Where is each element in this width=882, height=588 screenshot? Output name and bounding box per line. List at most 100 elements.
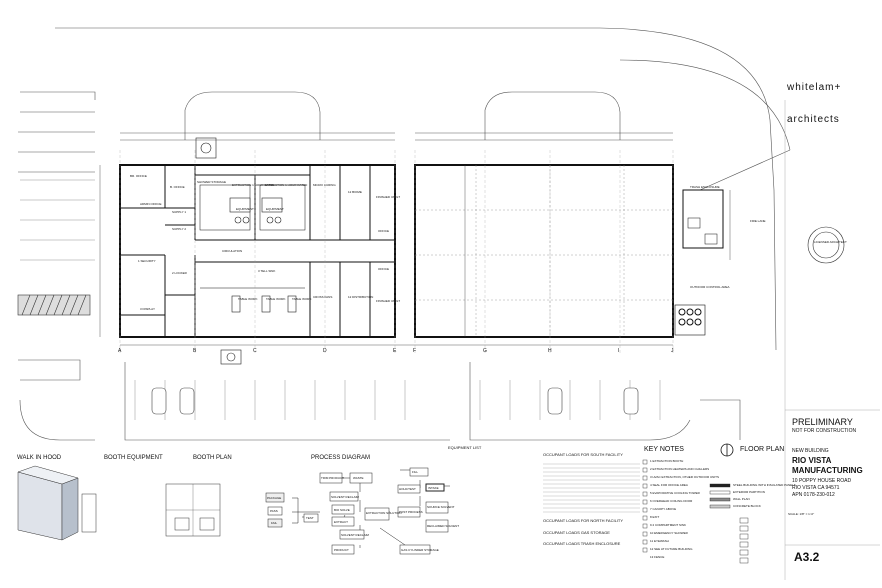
room-label: TABLE WORK: [238, 297, 257, 301]
occupant-load-title: OCCUPANT LOADS FOR NORTH FACILITY: [543, 518, 624, 523]
project-city: RIO VISTA CA 94571: [792, 485, 840, 491]
section-title: BOOTH PLAN: [193, 455, 232, 461]
outdoor-area-label: OUTDOOR CONTROL AREA: [690, 285, 730, 289]
project-name: RIO VISTA: [792, 456, 832, 465]
sheet-number: A3.2: [794, 550, 820, 564]
grid-label: B: [193, 348, 197, 354]
grid-labels: A B C D E F G H I J: [118, 348, 674, 354]
room-label: ADMIN OFFICE: [140, 202, 162, 206]
process-node: PASS: [270, 509, 278, 513]
process-node: FILL: [412, 470, 418, 474]
key-note: 8 EXIT: [650, 515, 660, 519]
grid-label: E: [393, 348, 397, 354]
grid-label: H: [548, 348, 552, 354]
process-node: WASTE: [353, 476, 364, 480]
grid-label: J: [671, 348, 674, 354]
room-label: SUPPLY 2: [172, 227, 186, 231]
process-node: INTAKE: [428, 486, 439, 490]
key-note: 12 SEE AT FUTURE BUILDING: [650, 547, 693, 551]
room-label: EQUIPMENT: [236, 207, 254, 211]
grid-label: I: [618, 348, 619, 354]
process-node: EXTRACTION SOLUTION: [366, 511, 402, 515]
room-label: EQUIPMENT: [266, 207, 284, 211]
room-label: SUPPLY 1: [172, 210, 186, 214]
process-node: GAS CYLINDER STORAGE: [401, 548, 439, 552]
architect-stamp: [807, 226, 845, 264]
process-node: BIO SOLVE: [334, 508, 350, 512]
room-label: BR. OFFICE: [130, 174, 147, 178]
extraction-booths: [229, 197, 297, 313]
key-note: 7 CANOPY ABOVE: [650, 507, 677, 511]
key-note: 2 EXTRACTION HEATERS AND CHILLERS: [650, 467, 710, 471]
brand-name-line2: architects: [787, 114, 840, 125]
room-label: 12 BIOME: [348, 190, 362, 194]
grid-lines: [119, 150, 674, 355]
room-label: TABLE WORK: [266, 297, 285, 301]
legend-swatches: [709, 483, 749, 564]
room-label: OFFICE: [378, 229, 389, 233]
process-node: RECLAIMED SOLVENT: [427, 524, 459, 528]
section-title: PROCESS DIAGRAM: [311, 455, 371, 461]
project-type: NEW BUILDING: [792, 448, 829, 454]
room-label: 3 DISPLAY: [140, 307, 155, 311]
north-facility-walls: [414, 164, 674, 338]
key-note: 3 HVAC EXTRACTION, OTHER OUTDOOR UNITS: [650, 475, 719, 479]
process-node: HOLD/TEST: [399, 487, 416, 491]
section-title: WALK IN HOOD: [17, 455, 62, 461]
grid-label: A: [118, 348, 122, 354]
process-node: EXTRACT: [334, 520, 348, 524]
process-node: PRODUCT: [334, 548, 349, 552]
section-title: FLOOR PLAN: [740, 446, 785, 453]
room-label: 2 LOCKER: [172, 271, 188, 275]
room-label: SHOWER STORAGE: [197, 180, 226, 184]
grid-label: D: [323, 348, 327, 354]
room-labels: BR. OFFICE ADMIN OFFICE B. OFFICE SHOWER…: [130, 174, 766, 311]
section-title: EQUIPMENT LIST: [448, 445, 482, 450]
grid-label: F: [413, 348, 416, 354]
key-note: 4 SEAL FOR OFFICE AREA: [650, 483, 688, 487]
gas-storage: [195, 137, 242, 365]
room-label: B. OFFICE: [170, 185, 185, 189]
room-label: 12 DISTRIBUTION: [348, 295, 373, 299]
project-apn: APN 0178-230-012: [792, 492, 835, 498]
process-boxes: [265, 467, 449, 555]
legend-item: STEEL BUILDING WITH INSULATED PANELS: [733, 483, 796, 487]
room-label: 3 TELL SINK: [258, 269, 275, 273]
key-note: 1 EXTRACTION BOOTH: [650, 459, 684, 463]
process-node: PACKAGE: [267, 496, 281, 500]
legend-item: CONCRETE BLOCK: [733, 504, 761, 508]
scale-text: SCALE: 1/8" = 1'-0": [788, 512, 814, 516]
room-label: CIRCULATION: [222, 249, 242, 253]
occupant-load-title: OCCUPANT LOADS TRASH ENCLOSURE: [543, 541, 621, 546]
process-node: SOURCE SOLVENT: [427, 505, 455, 509]
key-note: 6 OVERHEAD COILING DOOR: [650, 499, 693, 503]
brand-name: whitelam+: [787, 82, 842, 93]
grid-label: G: [483, 348, 487, 354]
trash-enclosure: [674, 189, 724, 336]
room-label: EXTRACTION 1 HOUR RATED: [265, 183, 308, 187]
status-title: PRELIMINARY: [792, 417, 853, 427]
site-boundary-lines: [18, 27, 791, 441]
room-label: OFFICE: [378, 267, 389, 271]
process-node: SOLVENT RECLAIM: [331, 495, 359, 499]
occupant-table: [543, 463, 640, 513]
key-note: 9 2 COMPARTMENT SINK: [650, 523, 687, 527]
key-note: 13 FENCE: [650, 555, 665, 559]
room-label: TRASH ENCLOSURE: [690, 185, 720, 189]
room-label: 1 SECURITY: [138, 259, 156, 263]
key-note: 10 EMERGENCY SHOWER: [650, 531, 688, 535]
room-label: FINISHED VAULT: [376, 195, 400, 199]
project-name-2: MANUFACTURING: [792, 466, 863, 475]
process-node: TRIM PRODUCT: [321, 476, 344, 480]
process-node: SOLVENT RECLAIM: [341, 533, 369, 537]
room-label: MICRO CURING: [313, 183, 336, 187]
legend-item: EXTERIOR PARTITION: [733, 490, 765, 494]
process-labels: TRIM PRODUCT WASTE SOLVENT RECLAIM BIO S…: [267, 470, 459, 552]
room-label: TABLE WORK: [292, 297, 311, 301]
car-icons: [151, 387, 639, 415]
stamp-text: LICENSED ARCHITECT: [814, 240, 847, 244]
dimension-lines: [99, 132, 731, 346]
status-note: NOT FOR CONSTRUCTION: [792, 428, 857, 434]
project-address: 10 POPPY HOUSE ROAD: [792, 478, 852, 484]
